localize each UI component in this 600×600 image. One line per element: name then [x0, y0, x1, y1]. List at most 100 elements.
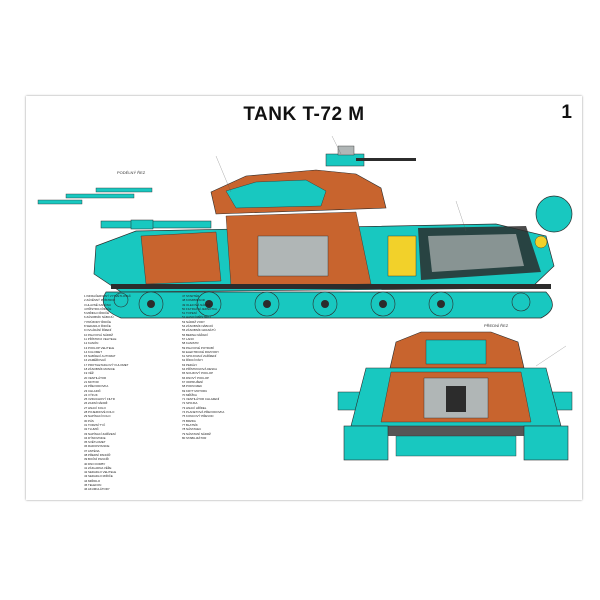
- legend-item: 22 PŘEVODOVKA: [84, 384, 109, 389]
- legend-item: 40 DNO KORBY: [84, 461, 106, 466]
- poster-title: TANK T-72 M: [243, 104, 365, 125]
- legend-item: 12 KANÓN: [84, 341, 99, 346]
- legend-item: 70 MŘÍŽKA: [182, 392, 197, 397]
- legend-item: 42 SEDADLO VELITELE: [84, 470, 117, 475]
- legend-item: 80 STABILIZÁTOR: [182, 435, 207, 440]
- legend-item: 2 ZÁVĚSNÝ PŘÍSTROJ: [84, 298, 116, 303]
- driver-compartment: [140, 231, 222, 285]
- idler-wheel: [113, 292, 129, 308]
- leader-line: [535, 345, 567, 367]
- legend-item: 58 KANISTR: [182, 341, 199, 346]
- autoloader: [257, 235, 329, 277]
- legend-item: 11 PŘÍSTROJ VELITELE: [84, 336, 117, 341]
- hub-3: [263, 300, 271, 308]
- legend-item: 37 ANTÉNA: [84, 448, 100, 453]
- legend-item: 17 PROTILETADLOVÝ KULOMET: [84, 362, 129, 367]
- front-suspension: [395, 435, 517, 457]
- rear-fuel-drum: [535, 195, 573, 233]
- legend-item: 72 SPOJKA: [182, 401, 198, 406]
- legend-item: 66 DNOVÝ POKLOP: [182, 375, 209, 380]
- legend-item: 46 AKUMULÁTORY: [84, 487, 110, 492]
- legend-item: 68 PODVOZEK: [182, 384, 203, 389]
- legend-item: 76 BRZDA: [182, 418, 196, 423]
- side-view-caption: PODÉLNÝ ŘEZ: [117, 170, 146, 175]
- legend-item: 64 PŘÍSTROJOVÁ DESKA: [182, 367, 218, 372]
- legend-item: 23 CHLADIČ: [84, 388, 101, 393]
- leader-line: [455, 200, 467, 232]
- legend-item: 6 ZÁSOBNÍK NÁBOJŮ: [84, 315, 114, 320]
- legend-item: 53 NÁDRŽ VODY: [182, 319, 205, 324]
- legend-item: 74 PLANETOVÁ PŘEVODOVKA: [182, 410, 225, 415]
- legend-item: 3 HLAVNĚ KANÓNU: [84, 302, 111, 307]
- mg-mount: [337, 145, 355, 156]
- legend-item: 78 NÁSTAVEC: [182, 427, 202, 432]
- legend-item: 1 INFRAČERVENÝ VYSVĚTLOVAČ: [84, 294, 131, 298]
- legend-item: 35 SVĚTLOMET: [84, 440, 106, 445]
- legend-item: 21 MOTOR: [84, 379, 99, 384]
- barrel-section-1: [95, 187, 153, 193]
- leader-line: [215, 155, 232, 193]
- poster-sheet: TANK T-72 M 1: [26, 96, 582, 500]
- legend-item: 59 PALIVOVÉ POTRUBÍ: [182, 345, 214, 350]
- legend-item: 13 POKLOP VELITELE: [84, 345, 115, 350]
- legend-item: 29 NAPÍNACÍ KOLO: [84, 414, 111, 419]
- front-view-caption: PŘEDNÍ ŘEZ: [484, 323, 509, 328]
- tank-cutaway-illustration: [37, 135, 573, 461]
- legend-item: 4 PŘÍSTROJ ŘIDIČE: [84, 306, 112, 311]
- legend-item: 8 SEDADLO ŘIDIČE: [84, 324, 111, 329]
- legend-item: 71 VENTILÁTOR CHLAZENÍ: [182, 397, 220, 402]
- legend-item: 33 NAPÍNACÍ ZAŘÍZENÍ: [84, 431, 116, 436]
- legend-item: 62 ŘÍDICÍ PÁKY: [182, 358, 204, 363]
- legend-item: 73 HNACÍ HŘÍDEL: [182, 405, 207, 410]
- hub-4: [321, 300, 329, 308]
- leader-line: [331, 135, 342, 155]
- thermal-sleeve: [130, 219, 154, 230]
- road-wheels: [113, 291, 531, 317]
- legend-item: 38 PŘEDNÍ PANCÍŘ: [84, 452, 111, 457]
- plate-number: 1: [561, 102, 572, 123]
- legend-item: 25 VZDUCHOVÝ FILTR: [84, 397, 115, 402]
- legend-item: 67 ODPRUŽENÍ: [182, 379, 204, 384]
- legend-item: 43 SEDADLO MIŘIČE: [84, 474, 113, 479]
- legend-item: 36 RADIOSTANICE: [84, 444, 110, 449]
- legend-item: 75 KONCOVÝ PŘEVOD: [182, 414, 214, 419]
- legend-item: 32 TLUMIČ: [84, 427, 99, 432]
- legend-item: 9 OVLÁDÁNÍ ŘÍZENÍ: [84, 328, 112, 333]
- legend-item: 45 TELEFON: [84, 483, 102, 488]
- legend-item: 47 STARTÉR: [182, 294, 200, 298]
- drive-sprocket: [511, 292, 531, 312]
- legend-item: 10 PALIVOVÁ NÁDRŽ: [84, 332, 113, 337]
- aa-machine-gun: [356, 158, 416, 161]
- front-breech: [446, 386, 466, 412]
- legend-item: 60 ELEKTRICKÉ ROZVODY: [182, 349, 220, 354]
- legend-item: 14 KULOMET: [84, 349, 102, 354]
- legend-item: 30 PÁS: [84, 418, 94, 423]
- legend-item: 41 ZÁKLADNA VĚŽE: [84, 465, 112, 470]
- legend-item: 51 TOPENÍ: [182, 311, 197, 316]
- side-view-cutaway: [37, 145, 573, 319]
- legend-item: 24 VÝFUK: [84, 392, 98, 397]
- hub-1: [147, 300, 155, 308]
- front-view-cutaway: [337, 331, 573, 461]
- gun-barrel: [100, 220, 212, 229]
- rear-light: [534, 235, 548, 249]
- legend-item: 34 DÝMOVNICE: [84, 435, 106, 440]
- legend-item: 31 TORZNÍ TYČ: [84, 422, 106, 427]
- fender: [111, 284, 551, 289]
- legend-item: 18 ZÁSOBNÍK MUNICE: [84, 367, 115, 372]
- legend-item: 54 ZÁSOBNÍK NÁBOJŮ: [182, 324, 214, 329]
- legend-item: 20 VENTILÁTOR: [84, 375, 107, 380]
- legend-item: 16 ZAMĚŘOVAČ: [84, 358, 107, 363]
- legend-item: 7 PRŮZORY ŘIDIČE: [84, 319, 112, 324]
- legend-item: 44 MIŘIDLO: [84, 478, 101, 483]
- front-turret-interior: [425, 339, 487, 365]
- legend-item: 65 NOUZOVÝ POKLOP: [182, 371, 214, 376]
- engine-block: [428, 234, 524, 272]
- front-left-track: [343, 425, 389, 461]
- legend-item: 39 BOČNÍ PANCÍŘ: [84, 457, 109, 462]
- barrel-section-3: [37, 199, 83, 205]
- leader-lines: [215, 135, 567, 367]
